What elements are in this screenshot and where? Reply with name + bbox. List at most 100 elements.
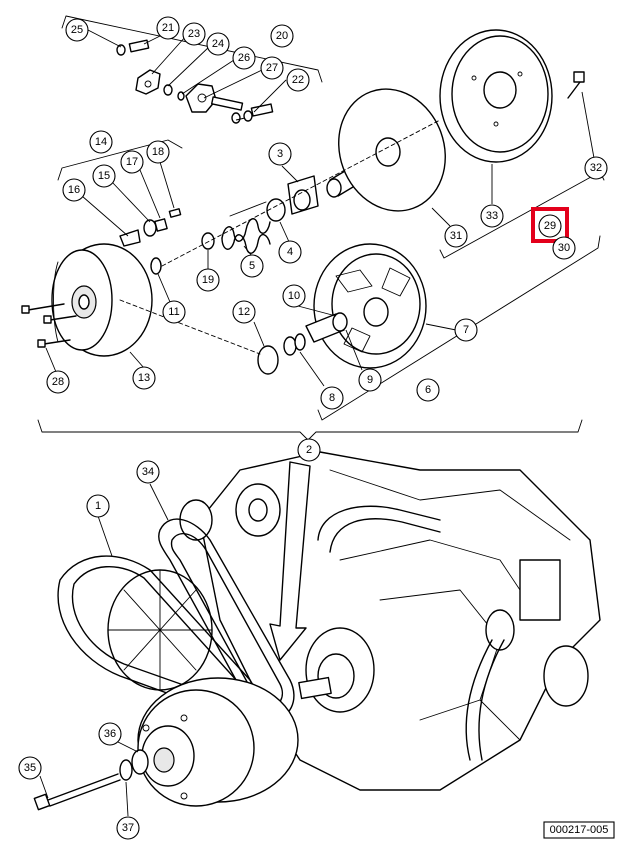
svg-text:8: 8 — [329, 392, 335, 404]
svg-text:32: 32 — [590, 162, 602, 174]
hardware-group-14 — [119, 208, 182, 247]
callout-6: 6 — [416, 378, 440, 402]
callout-35: 35 — [18, 756, 42, 780]
callout-4: 4 — [278, 240, 302, 264]
svg-text:9: 9 — [367, 374, 373, 386]
svg-text:5: 5 — [249, 260, 255, 272]
washer-36 — [131, 749, 149, 775]
svg-text:26: 26 — [238, 52, 250, 64]
svg-text:12: 12 — [238, 306, 250, 318]
spring-5 — [221, 201, 271, 254]
svg-text:31: 31 — [450, 230, 462, 242]
svg-text:3: 3 — [277, 148, 283, 160]
svg-text:34: 34 — [142, 466, 154, 478]
svg-text:13: 13 — [138, 372, 150, 384]
primary-clutch-cover-13 — [51, 243, 153, 357]
svg-text:7: 7 — [463, 324, 469, 336]
callout-36: 36 — [98, 722, 122, 746]
callout-22: 22 — [286, 68, 310, 92]
spider-assembly-7 — [313, 243, 427, 369]
bolt-35 — [33, 773, 121, 811]
svg-text:30: 30 — [558, 242, 570, 254]
primary-clutch — [137, 677, 299, 807]
svg-text:35: 35 — [24, 762, 36, 774]
callout-26: 26 — [232, 46, 256, 70]
washer-12 — [257, 345, 279, 375]
callout-3: 3 — [268, 142, 292, 166]
callout-12: 12 — [232, 300, 256, 324]
callout-23: 23 — [182, 22, 206, 46]
callout-28: 28 — [46, 370, 70, 394]
callout-1: 1 — [86, 494, 110, 518]
bolt-32 — [567, 71, 585, 99]
svg-text:23: 23 — [188, 28, 200, 40]
callout-24: 24 — [206, 32, 230, 56]
leader-lines — [39, 29, 595, 817]
movable-face-31 — [326, 88, 446, 212]
snap-ring-11 — [150, 257, 162, 275]
callout-25: 25 — [65, 18, 89, 42]
washer-12b — [283, 336, 297, 356]
callout-7: 7 — [454, 318, 478, 342]
callout-11: 11 — [162, 300, 186, 324]
hardware-group-20 — [116, 39, 274, 124]
callout-31: 31 — [444, 224, 468, 248]
callout-27: 27 — [260, 56, 284, 80]
callout-33: 33 — [480, 204, 504, 228]
svg-text:27: 27 — [266, 62, 278, 74]
bracket-group-14 — [57, 139, 183, 181]
callout-30: 30 — [552, 236, 576, 260]
svg-text:19: 19 — [202, 274, 214, 286]
svg-text:4: 4 — [287, 246, 293, 258]
callout-18: 18 — [146, 140, 170, 164]
washer-37 — [119, 759, 133, 781]
svg-text:15: 15 — [98, 170, 110, 182]
svg-text:1: 1 — [95, 500, 101, 512]
callout-2: 2 — [297, 438, 321, 462]
svg-text:2: 2 — [306, 444, 312, 456]
svg-text:11: 11 — [168, 306, 179, 318]
svg-text:33: 33 — [486, 210, 498, 222]
svg-text:21: 21 — [162, 22, 174, 34]
callout-10: 10 — [282, 284, 306, 308]
bracket-group-2 — [37, 419, 583, 441]
ring-4 — [266, 198, 286, 222]
svg-text:16: 16 — [68, 184, 80, 196]
callout-34: 34 — [136, 460, 160, 484]
svg-text:24: 24 — [212, 38, 224, 50]
callout-5: 5 — [240, 254, 264, 278]
washer-8 — [294, 333, 306, 351]
callout-21: 21 — [156, 16, 180, 40]
install-arrow — [269, 461, 311, 661]
svg-text:14: 14 — [95, 136, 107, 148]
svg-text:29: 29 — [544, 220, 556, 232]
callout-16: 16 — [62, 178, 86, 202]
assembly-axis-2 — [119, 299, 261, 355]
svg-text:20: 20 — [276, 30, 288, 42]
callout-8: 8 — [320, 386, 344, 410]
bushing-3 — [287, 175, 319, 215]
svg-text:22: 22 — [292, 74, 304, 86]
fixed-face-33 — [439, 29, 553, 163]
washer-19 — [201, 232, 215, 250]
callout-17: 17 — [120, 150, 144, 174]
bushing-10 — [305, 312, 348, 343]
clutch-bolts-28 — [21, 303, 77, 348]
svg-text:18: 18 — [152, 146, 164, 158]
callout-29: 29 — [538, 214, 562, 238]
callout-15: 15 — [92, 164, 116, 188]
callout-13: 13 — [132, 366, 156, 390]
bracket-group-30 — [439, 171, 605, 259]
callout-19: 19 — [196, 268, 220, 292]
callout-14: 14 — [89, 130, 113, 154]
svg-text:37: 37 — [122, 822, 134, 834]
assembly-axis — [161, 119, 441, 267]
callout-9: 9 — [358, 368, 382, 392]
svg-text:25: 25 — [71, 24, 83, 36]
svg-text:28: 28 — [52, 376, 64, 388]
svg-text:10: 10 — [288, 290, 300, 302]
svg-text:000217-005: 000217-005 — [550, 824, 609, 836]
callout-20: 20 — [270, 24, 294, 48]
highlight-box-29 — [531, 207, 569, 243]
